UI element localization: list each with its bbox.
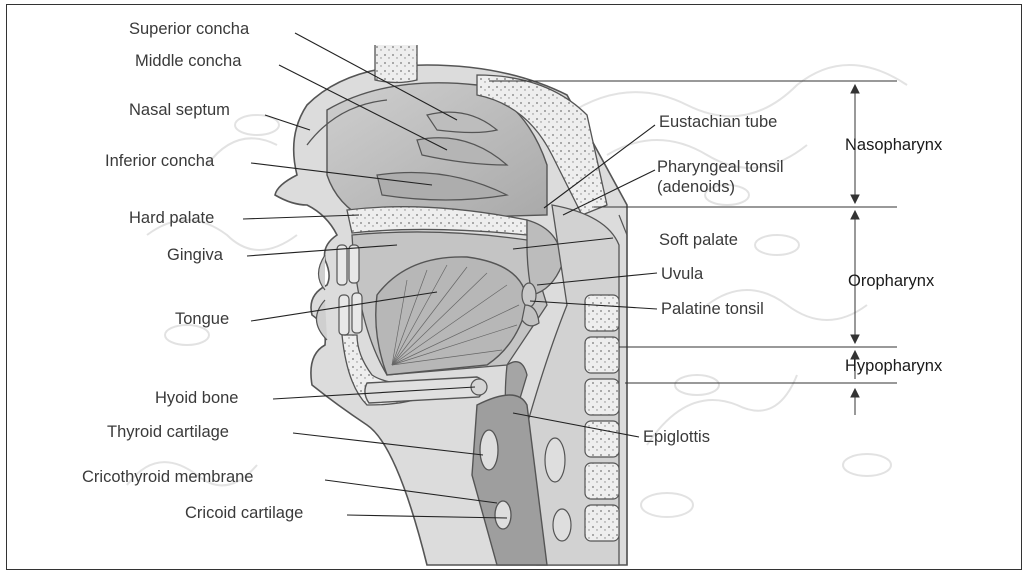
region-label-hypopharynx: Hypopharynx [845,356,942,376]
label-pharyngeal-tonsil: Pharyngeal tonsil [657,157,784,177]
label-epiglottis: Epiglottis [643,427,710,447]
label-uvula: Uvula [661,264,703,284]
label-hard-palate: Hard palate [129,208,214,228]
label-superior-concha: Superior concha [129,19,249,39]
label-inferior-concha: Inferior concha [105,151,214,171]
label-hyoid-bone: Hyoid bone [155,388,238,408]
cribriform-stalk [375,45,417,83]
label-thyroid-cartilage: Thyroid cartilage [107,422,229,442]
label-palatine-tonsil: Palatine tonsil [661,299,764,319]
cricoid-cartilage-shape [495,501,511,529]
label-middle-concha: Middle concha [135,51,241,71]
label-soft-palate: Soft palate [659,230,738,250]
label-nasal-septum: Nasal septum [129,100,230,120]
region-label-oropharynx: Oropharynx [848,271,934,291]
thyroid-cartilage-shape [480,430,498,470]
label-cricothyroid-membrane: Cricothyroid membrane [82,467,253,487]
uvula-shape [522,283,536,307]
label-adenoids: (adenoids) [657,177,735,197]
region-label-nasopharynx: Nasopharynx [845,135,942,155]
diagram-frame: Superior concha Middle concha Nasal sept… [6,4,1022,570]
label-eustachian-tube: Eustachian tube [659,112,777,132]
label-cricoid-cartilage: Cricoid cartilage [185,503,303,523]
label-tongue: Tongue [175,309,229,329]
label-gingiva: Gingiva [167,245,223,265]
